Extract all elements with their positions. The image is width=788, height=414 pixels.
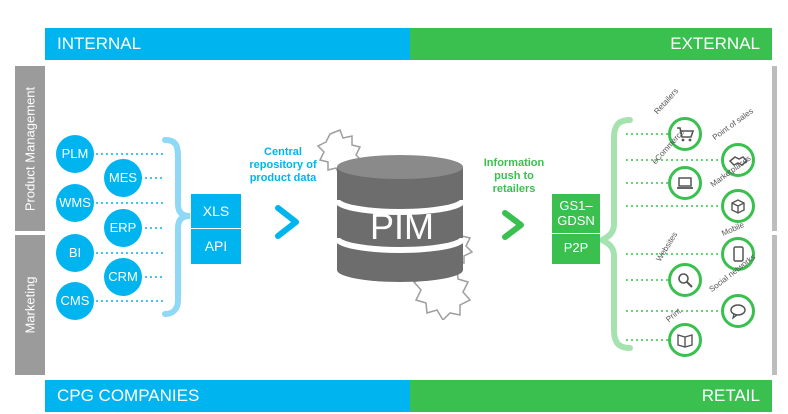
cms-node: CMS bbox=[56, 282, 94, 320]
pim-label: PIM bbox=[369, 206, 434, 247]
cpg-companies-footer: CPG COMPANIES bbox=[45, 380, 410, 412]
pim-database-icon bbox=[316, 129, 474, 320]
product-management-label: Product Management bbox=[15, 66, 45, 231]
marketing-label: Marketing bbox=[15, 235, 45, 375]
point-of-sales-channel bbox=[721, 143, 755, 177]
left-bracket bbox=[162, 137, 191, 317]
xls-label: XLS bbox=[191, 194, 241, 229]
mes-node: MES bbox=[104, 159, 142, 197]
p2p-label: P2P bbox=[563, 240, 589, 255]
book-icon bbox=[677, 334, 693, 348]
print-channel bbox=[668, 323, 702, 357]
handshake-icon bbox=[728, 156, 749, 166]
marketplaces-channel bbox=[721, 189, 755, 223]
chevron-right-icon bbox=[502, 210, 524, 240]
right-divider-bottom bbox=[772, 235, 777, 375]
exchange-box: GS1– GDSN P2P bbox=[552, 194, 600, 264]
ecommerce-channel bbox=[668, 166, 702, 200]
websites-channel bbox=[668, 263, 702, 297]
gs1-gdsn-label: GS1– GDSN bbox=[552, 194, 600, 234]
external-header: EXTERNAL bbox=[410, 28, 772, 60]
magnifier-icon bbox=[678, 273, 693, 288]
box-icon bbox=[731, 199, 745, 214]
bi-node: BI bbox=[56, 234, 94, 272]
right-divider-top bbox=[772, 66, 777, 231]
central-repository-label: Central repository of product data bbox=[249, 146, 317, 184]
social-networks-channel bbox=[721, 294, 755, 328]
wms-node: WMS bbox=[56, 184, 94, 222]
crm-node: CRM bbox=[104, 258, 142, 296]
right-bracket bbox=[595, 117, 633, 351]
api-label: API bbox=[204, 238, 228, 254]
internal-header: INTERNAL bbox=[45, 28, 410, 60]
laptop-icon bbox=[677, 177, 693, 189]
mobile-icon bbox=[733, 246, 744, 262]
format-box: XLS API bbox=[191, 194, 241, 264]
retail-footer: RETAIL bbox=[410, 380, 772, 412]
cart-icon bbox=[677, 127, 695, 142]
erp-node: ERP bbox=[104, 209, 142, 247]
information-push-label: Information push to retailers bbox=[483, 157, 545, 195]
plm-node: PLM bbox=[56, 135, 94, 173]
retailers-channel bbox=[668, 117, 702, 151]
chevron-right-icon bbox=[275, 205, 299, 239]
chat-icon bbox=[730, 304, 746, 320]
mobile-channel bbox=[721, 237, 755, 271]
